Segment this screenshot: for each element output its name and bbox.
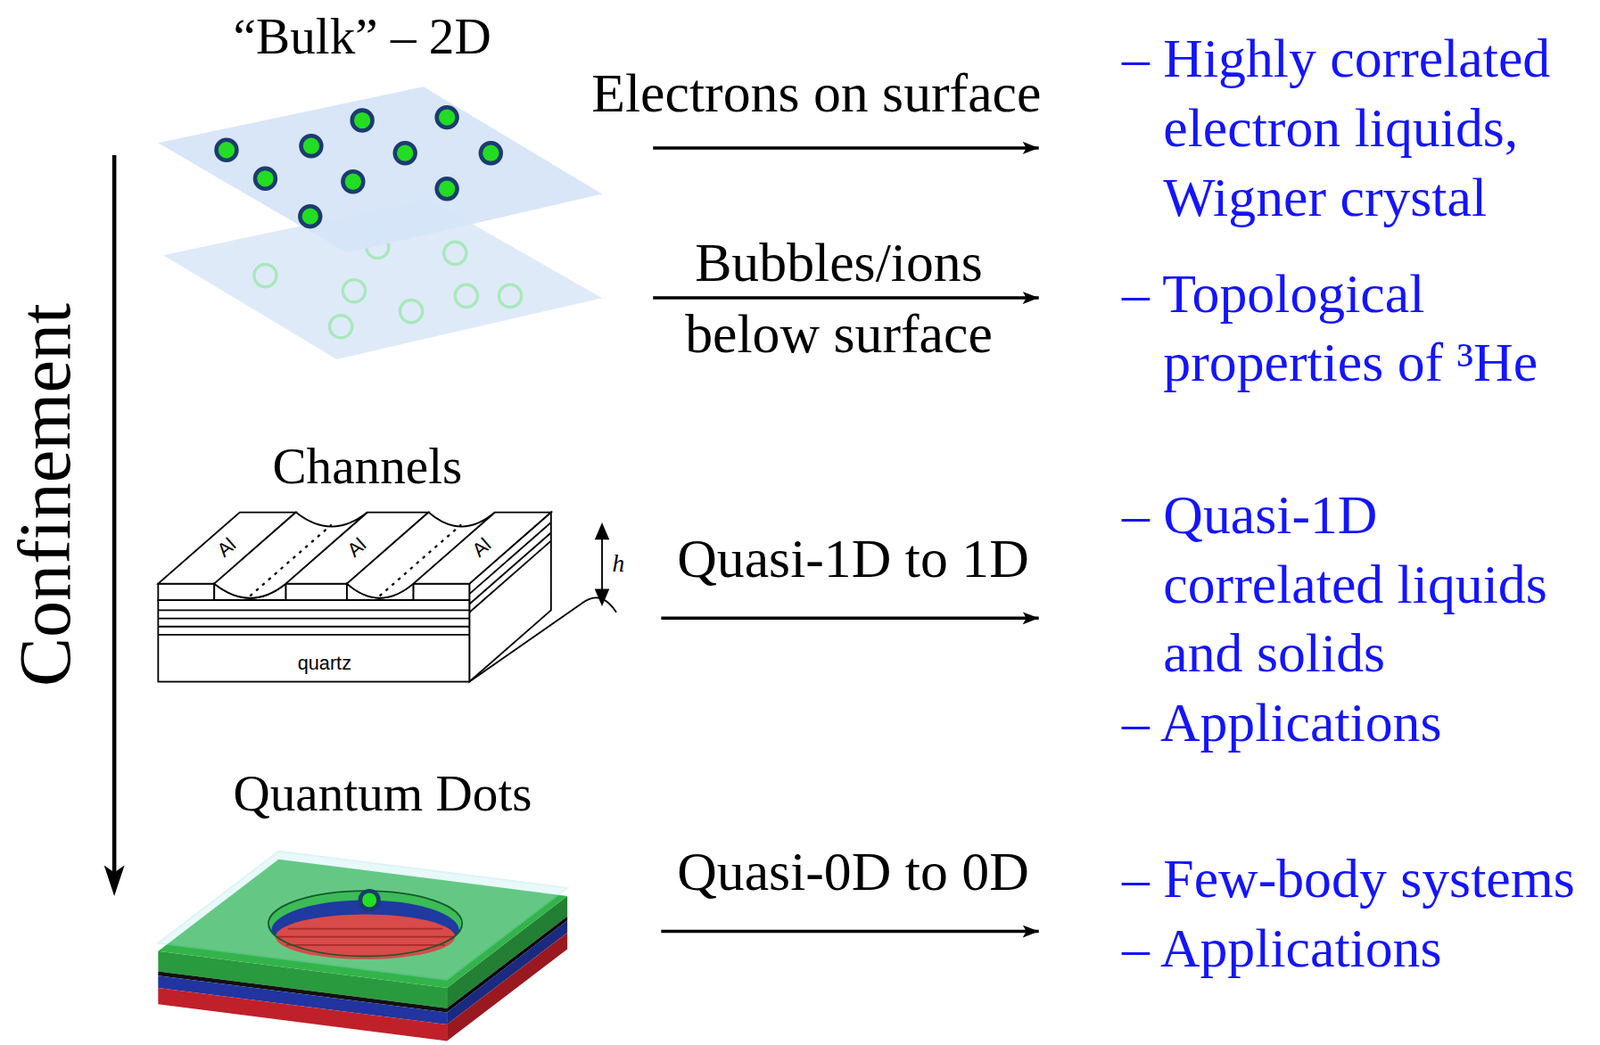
arrow-label: Quasi-0D to 0D (676, 841, 1030, 903)
bullet-text: – Quasi-1D correlated liquids and solids (1162, 480, 1594, 689)
result-list: – Quasi-1D correlated liquids and solids… (1039, 480, 1594, 759)
arrow-label: Electrons on surface (591, 63, 1041, 124)
confinement-arrow (104, 155, 125, 897)
result-list: – Highly correlated electron liquids, Wi… (1039, 24, 1594, 232)
flow-arrow (652, 296, 1039, 300)
channel-device (157, 512, 617, 683)
bullet-text: – Few-body systems (1162, 844, 1594, 915)
flow-arrow (660, 930, 1039, 934)
bullet-text: – Topological properties of ³He (1162, 259, 1594, 399)
figure-heading: Quantum Dots (232, 766, 532, 823)
flow-arrow (652, 146, 1039, 150)
figure-panel: Channels (153, 433, 662, 694)
bullet-text: – Highly correlated electron liquids, Wi… (1162, 24, 1594, 232)
result-list: – Topological properties of ³He (1039, 259, 1594, 399)
arrow-label: Bubbles/ions below surface (670, 226, 1008, 370)
figure-panel: “Bulk” – 2D (153, 5, 654, 368)
result-list: – Few-body systems– Applications (1039, 844, 1594, 984)
figure-panel: Quantum Dots (153, 759, 662, 1041)
bullet-text: – Applications (1162, 688, 1594, 759)
dimension-label: h (611, 552, 625, 577)
bulk-planes (157, 86, 603, 360)
flow-arrow (660, 617, 1039, 621)
figure-heading: Channels (272, 437, 462, 495)
bullet-text: – Applications (1162, 914, 1594, 984)
part-label: quartz (297, 653, 352, 674)
quantum-dot-device (157, 851, 568, 1042)
axis-label: Confinement (8, 303, 83, 687)
arrow-label: Quasi-1D to 1D (676, 528, 1030, 590)
figure-heading: “Bulk” – 2D (233, 8, 492, 66)
